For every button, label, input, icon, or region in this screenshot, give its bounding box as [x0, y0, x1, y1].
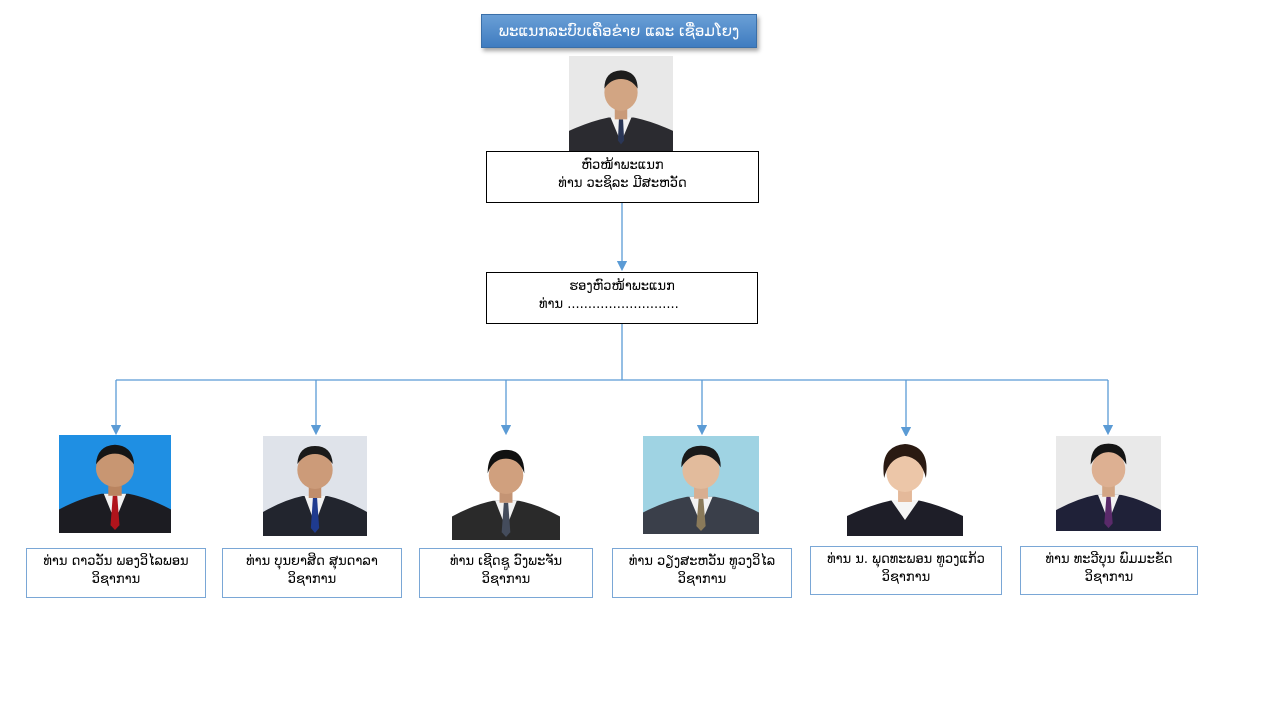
staff-5-name: ທ່ານ ນ. ພຸດທະພອນ ທູວງແກ້ວ [827, 552, 985, 567]
staff-4-box: ທ່ານ ວຽງສະຫວັນ ທູວງວິໄລ ວິຊາການ [612, 548, 792, 598]
staff-3-box: ທ່ານ ເຊີດຊູ ວົງພະຈັນ ວິຊາການ [419, 548, 593, 598]
staff-3-photo [452, 442, 560, 540]
staff-2-role: ວິຊາການ [287, 572, 337, 587]
staff-2-name: ທ່ານ ບຸນຍາສິດ ສຸນດາລາ [246, 554, 378, 569]
head-role: ຫົວໜ້າພະແນກ [581, 158, 664, 173]
staff-3-name: ທ່ານ ເຊີດຊູ ວົງພະຈັນ [449, 554, 563, 569]
staff-6-name: ທ່ານ ທະວີບຸນ ພົມມະຂັດ [1045, 552, 1173, 567]
staff-1-role: ວິຊາການ [91, 572, 141, 587]
staff-4-photo [643, 436, 759, 534]
staff-2-box: ທ່ານ ບຸນຍາສິດ ສຸນດາລາ ວິຊາການ [222, 548, 402, 598]
staff-5-photo [847, 436, 963, 536]
staff-1-box: ທ່ານ ດາວວັນ ພອງວິໄລພອນ ວິຊາການ [26, 548, 206, 598]
deputy-box: ຮອງຫົວໜ້າພະແນກ ທ່ານ ....................… [486, 272, 758, 324]
staff-6-role: ວິຊາການ [1084, 570, 1134, 585]
head-photo [569, 56, 673, 152]
staff-6-photo [1056, 436, 1161, 531]
staff-4-name: ທ່ານ ວຽງສະຫວັນ ທູວງວິໄລ [628, 554, 776, 569]
staff-3-role: ວິຊາການ [481, 572, 531, 587]
staff-1-name: ທ່ານ ດາວວັນ ພອງວິໄລພອນ [43, 554, 189, 569]
deputy-role: ຮອງຫົວໜ້າພະແນກ [569, 279, 675, 294]
head-box: ຫົວໜ້າພະແນກ ທ່ານ ວະຊິລະ ມີສະຫວັດ [486, 151, 759, 203]
deputy-name: ທ່ານ ........................... [539, 297, 679, 312]
staff-1-photo [59, 435, 171, 533]
page-title: ພະແນກລະບົບເຄືອຂ່າຍ ແລະ ເຊື່ອມໂຍງ [481, 14, 757, 48]
staff-4-role: ວິຊາການ [677, 572, 727, 587]
staff-5-role: ວິຊາການ [881, 570, 931, 585]
staff-6-box: ທ່ານ ທະວີບຸນ ພົມມະຂັດ ວິຊາການ [1020, 546, 1198, 595]
head-name: ທ່ານ ວະຊິລະ ມີສະຫວັດ [558, 176, 687, 191]
staff-2-photo [263, 436, 367, 536]
staff-5-box: ທ່ານ ນ. ພຸດທະພອນ ທູວງແກ້ວ ວິຊາການ [810, 546, 1002, 595]
